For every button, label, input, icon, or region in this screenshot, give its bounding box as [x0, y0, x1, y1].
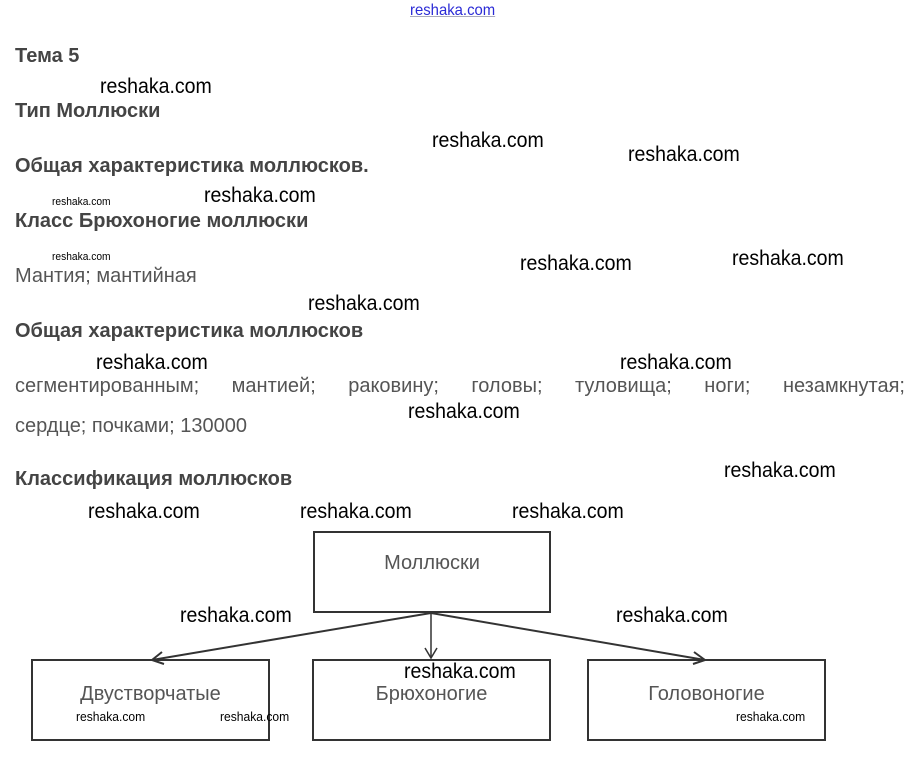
arrow-middle-head [424, 647, 438, 660]
answer-word: ноги; [704, 375, 751, 397]
watermark: reshaka.com [432, 129, 544, 152]
diagram-bivalves: Двустворчатые [31, 659, 270, 741]
watermark: reshaka.com [52, 251, 111, 263]
class-heading: Класс Брюхоногие моллюски [15, 210, 309, 232]
watermark: reshaka.com [408, 400, 520, 423]
arrow-right [430, 612, 706, 661]
answer-word: незамкнутая; [782, 375, 905, 397]
watermark: reshaka.com [88, 500, 200, 523]
answer-word: сегментированным; [15, 375, 200, 397]
watermark: reshaka.com [96, 351, 208, 374]
watermark: reshaka.com [300, 500, 412, 523]
watermark: reshaka.com [76, 709, 146, 724]
watermark: reshaka.com [512, 500, 624, 523]
diagram-cephalopods: Головоногие [587, 659, 826, 741]
answer-word: головы; [471, 375, 543, 397]
watermark: reshaka.com [308, 292, 420, 315]
watermark: reshaka.com [404, 660, 516, 683]
diagram-root: Моллюски [313, 531, 551, 613]
watermark: reshaka.com [736, 709, 806, 724]
type-heading: Тип Моллюски [15, 100, 161, 122]
watermark-link[interactable]: reshaka.com [410, 2, 496, 19]
arrow-left [151, 612, 432, 661]
answer-word: раковину; [348, 375, 439, 397]
watermark: reshaka.com [52, 196, 111, 208]
diagram-gastropods: Брюхоногие [312, 659, 551, 741]
watermark: reshaka.com [732, 247, 844, 270]
topic-heading: Тема 5 [15, 45, 80, 67]
watermark: reshaka.com [620, 351, 732, 374]
answer-word: туловища; [574, 375, 672, 397]
gastropods-answer: Мантия; мантийная [15, 265, 197, 287]
general-heading-2: Общая характеристика моллюсков [15, 320, 364, 342]
watermark: reshaka.com [628, 143, 740, 166]
watermark: reshaka.com [724, 459, 836, 482]
watermark: reshaka.com [520, 252, 632, 275]
watermark: reshaka.com [616, 604, 728, 627]
general-heading-1: Общая характеристика моллюсков. [15, 155, 369, 177]
classification-heading: Классификация моллюсков [15, 468, 293, 490]
watermark: reshaka.com [100, 75, 212, 98]
watermark: reshaka.com [204, 184, 316, 207]
watermark: reshaka.com [180, 604, 292, 627]
answer-line-2: сердце; почками; 130000 [15, 415, 247, 437]
answer-line-1: сегментированным; мантией; раковину; гол… [15, 375, 905, 398]
watermark: reshaka.com [220, 709, 290, 724]
answer-word: мантией; [231, 375, 316, 397]
